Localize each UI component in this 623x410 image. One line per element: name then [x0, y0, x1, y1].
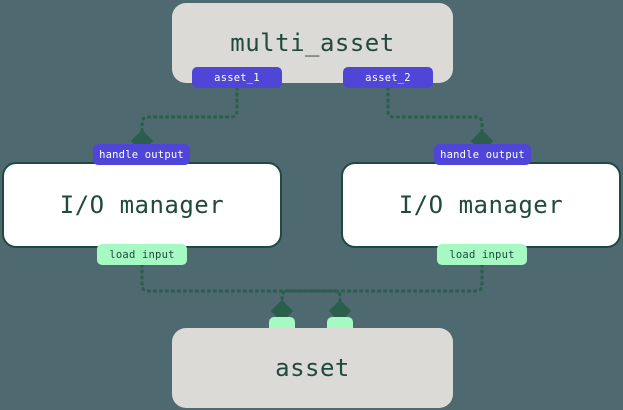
input-handle-handle-output-left-label: handle output [99, 148, 184, 161]
input-handle-handle-output-right-label: handle output [440, 148, 525, 161]
node-io-manager-left-label: I/O manager [59, 191, 225, 219]
output-handle-load-input-left[interactable]: load input [97, 244, 187, 265]
edge-load-input-right-to-asset [270, 263, 484, 323]
input-handle-handle-output-right[interactable]: handle output [434, 144, 531, 165]
edge-load-input-left-to-asset [140, 263, 352, 323]
input-handle-handle-output-left[interactable]: handle output [93, 144, 190, 165]
output-handle-load-input-right-label: load input [449, 248, 515, 261]
output-handle-load-input-right[interactable]: load input [437, 244, 527, 265]
node-asset[interactable]: asset [172, 328, 453, 408]
node-io-manager-right[interactable]: I/O manager [341, 162, 621, 248]
output-handle-load-input-left-label: load input [109, 248, 175, 261]
output-handle-asset-1-label: asset_1 [214, 71, 260, 84]
node-asset-label: asset [275, 354, 350, 382]
edge-asset2-to-handle-output-right [386, 86, 494, 153]
output-handle-asset-2[interactable]: asset_2 [343, 67, 433, 88]
node-io-manager-left[interactable]: I/O manager [2, 162, 282, 248]
output-handle-asset-1[interactable]: asset_1 [192, 67, 282, 88]
node-io-manager-right-label: I/O manager [398, 191, 564, 219]
node-multi-asset-label: multi_asset [230, 29, 395, 57]
output-handle-asset-2-label: asset_2 [365, 71, 411, 84]
edge-asset1-to-handle-output-left [130, 86, 239, 153]
